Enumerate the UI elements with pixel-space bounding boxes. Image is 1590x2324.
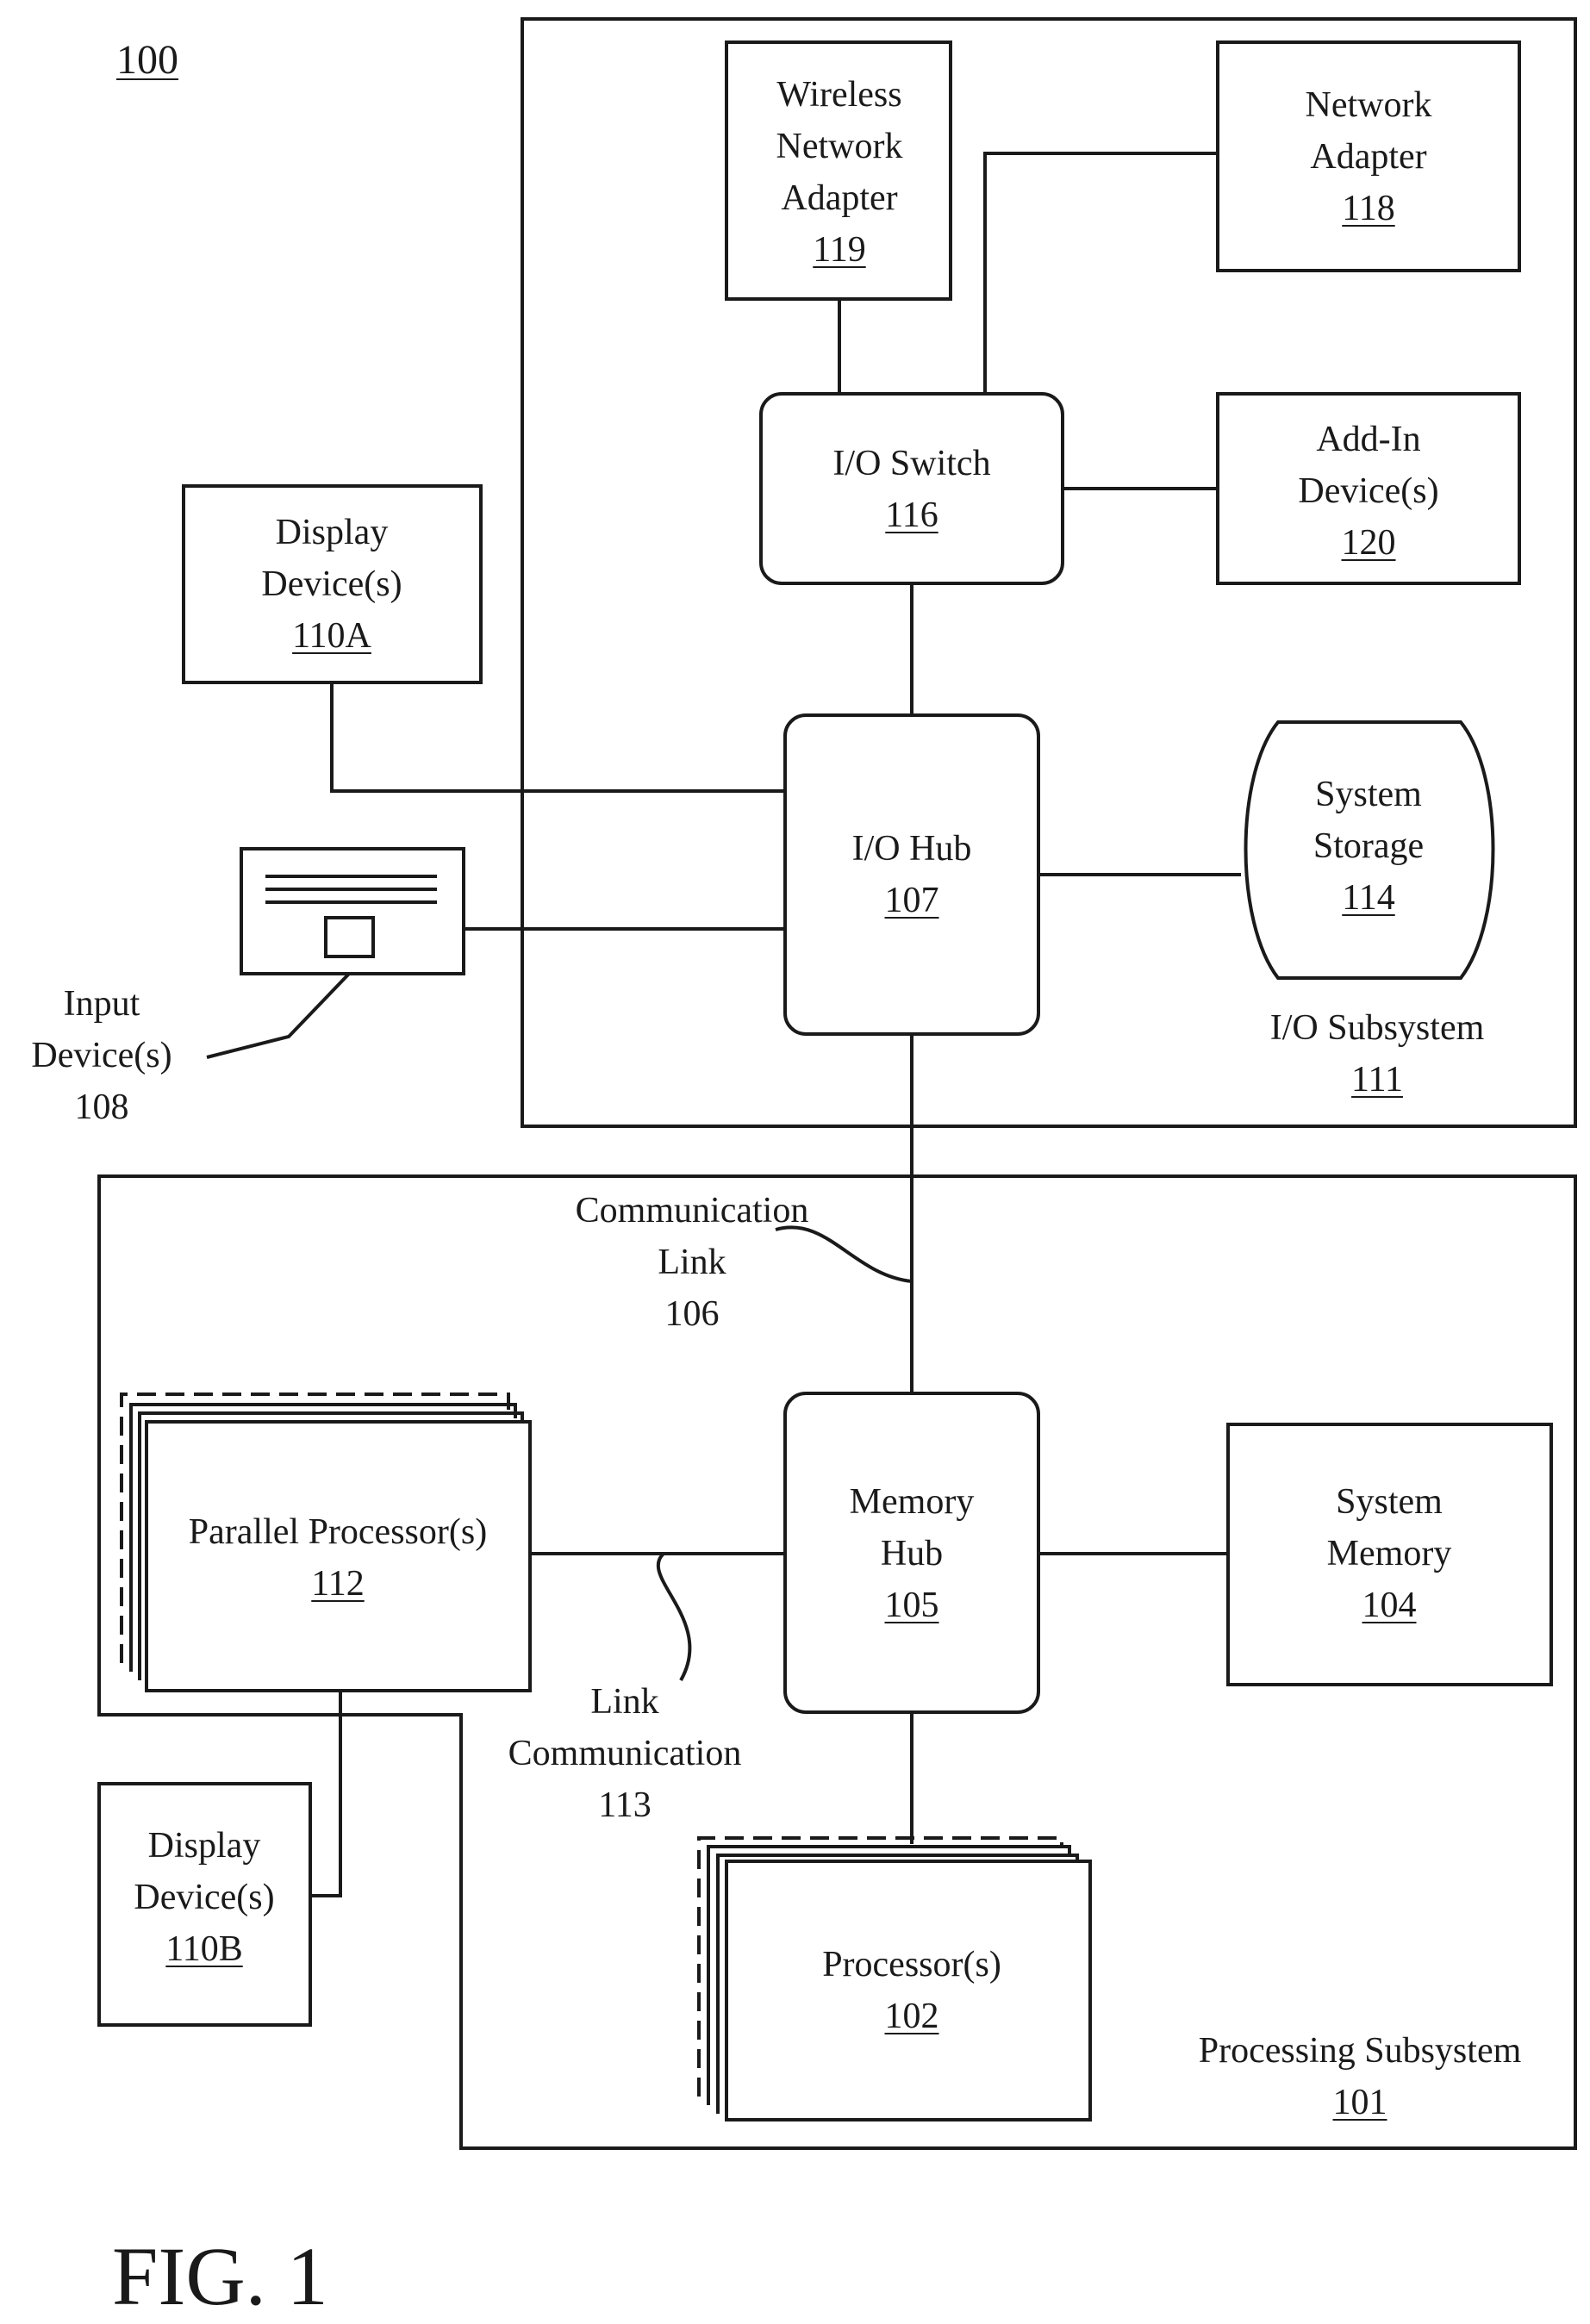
io-switch-label: I/O Switch 116 bbox=[832, 438, 990, 541]
memory-hub-label: Memory Hub 105 bbox=[850, 1476, 975, 1631]
wireless-network-adapter-label: Wireless Network Adapter 119 bbox=[776, 69, 903, 276]
display-devices-a-label: Display Device(s) 110A bbox=[261, 507, 402, 662]
io-subsystem-label: I/O Subsystem 111 bbox=[1270, 1002, 1485, 1106]
link-communication-113-label: Link Communication 113 bbox=[508, 1676, 742, 1831]
input-devices-label: Input Device(s) 108 bbox=[31, 978, 171, 1133]
communication-link-106-label: Communication Link 106 bbox=[576, 1185, 809, 1340]
link-network-to-switch bbox=[985, 153, 1218, 394]
network-adapter-label: Network Adapter 118 bbox=[1306, 79, 1432, 234]
add-in-devices-label: Add-In Device(s) 120 bbox=[1298, 414, 1438, 569]
link-parallel-to-display-b bbox=[310, 1691, 340, 1896]
processing-subsystem-label: Processing Subsystem 101 bbox=[1199, 2025, 1522, 2128]
system-memory-label: System Memory 104 bbox=[1327, 1476, 1452, 1631]
input-device-key bbox=[326, 918, 373, 956]
figure-caption: FIG. 1 bbox=[112, 2234, 328, 2320]
input-device-leader bbox=[207, 974, 349, 1057]
communication-link-113-leader bbox=[658, 1554, 690, 1680]
processors-label: Processor(s) 102 bbox=[822, 1939, 1001, 2042]
system-storage-label: System Storage 114 bbox=[1313, 769, 1424, 924]
parallel-processors-label: Parallel Processor(s) 112 bbox=[189, 1506, 487, 1610]
display-devices-b-label: Display Device(s) 110B bbox=[134, 1820, 274, 1975]
link-display-a-to-iohub bbox=[332, 682, 785, 791]
figure-reference: 100 bbox=[116, 34, 178, 86]
io-hub-label: I/O Hub 107 bbox=[852, 823, 972, 926]
